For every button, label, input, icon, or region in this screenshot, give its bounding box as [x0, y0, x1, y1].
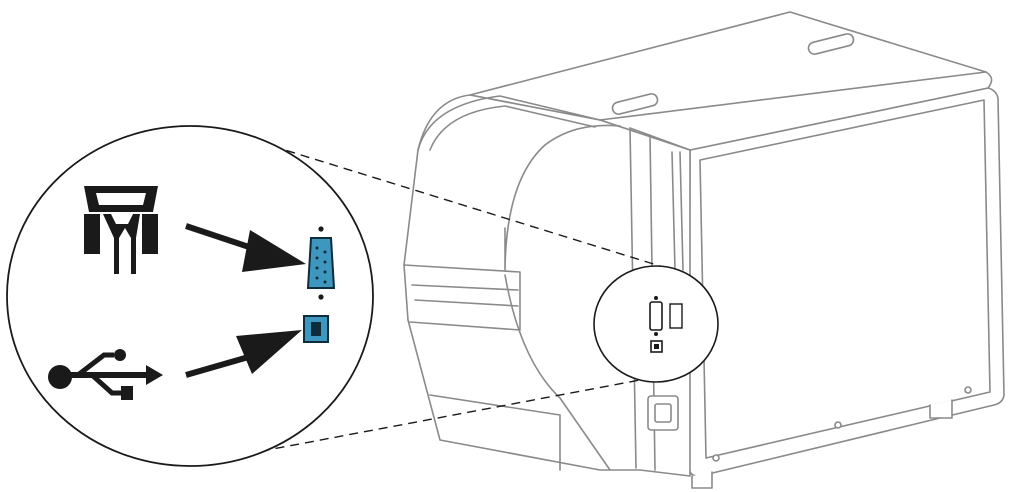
- callout-circle: [6, 125, 374, 467]
- printer-illustration: [403, 11, 1005, 489]
- printer-front-window: [403, 264, 521, 331]
- printer-base-front: [429, 394, 561, 471]
- printer-cover-inner: [417, 95, 601, 151]
- printer-media-slot: [411, 284, 519, 291]
- usb-port-core: [311, 322, 321, 336]
- printer-screw: [712, 454, 720, 462]
- serial-port-screw-bottom: [318, 294, 324, 300]
- mini-panel-tab: [669, 303, 683, 329]
- printer-cover-seam: [429, 105, 596, 151]
- printer-power-socket-inner: [654, 403, 672, 423]
- usb-b-port: [303, 315, 329, 343]
- mini-serial-screw: [654, 332, 658, 336]
- printer-screw: [834, 421, 842, 429]
- mini-serial-port-icon: [649, 301, 663, 331]
- mini-serial-screw: [654, 296, 658, 300]
- serial-db9-port: [306, 226, 336, 300]
- leader-line-bottom: [245, 379, 641, 455]
- printer-vent-column: [671, 151, 684, 271]
- mini-usb-port-core: [654, 344, 659, 349]
- leader-line-top: [271, 145, 661, 267]
- printer-foot: [691, 471, 713, 489]
- port-callout: [6, 125, 374, 467]
- printer-back-panel: [688, 87, 1005, 477]
- printer-hinge-right: [807, 33, 855, 55]
- serial-port-pins: [315, 246, 327, 284]
- serial-port-screw-top: [318, 226, 324, 232]
- printer-screw: [964, 386, 972, 394]
- printer-hinge-left: [611, 93, 659, 115]
- printer-foot: [929, 399, 953, 419]
- serial-cable-icon: [84, 186, 158, 274]
- usb-icon: [48, 349, 163, 400]
- callout-arrows: [185, 223, 306, 378]
- callout-leader-lines: [245, 145, 661, 455]
- printer-cover-edge: [504, 274, 611, 471]
- serial-port-shell: [306, 237, 336, 289]
- port-zoom-ring: [593, 265, 719, 383]
- arrow-to-usb-port: [185, 330, 302, 378]
- arrow-to-serial-port: [185, 223, 306, 272]
- printer-top-ridge: [599, 71, 987, 121]
- printer-media-slot-lower: [414, 299, 519, 307]
